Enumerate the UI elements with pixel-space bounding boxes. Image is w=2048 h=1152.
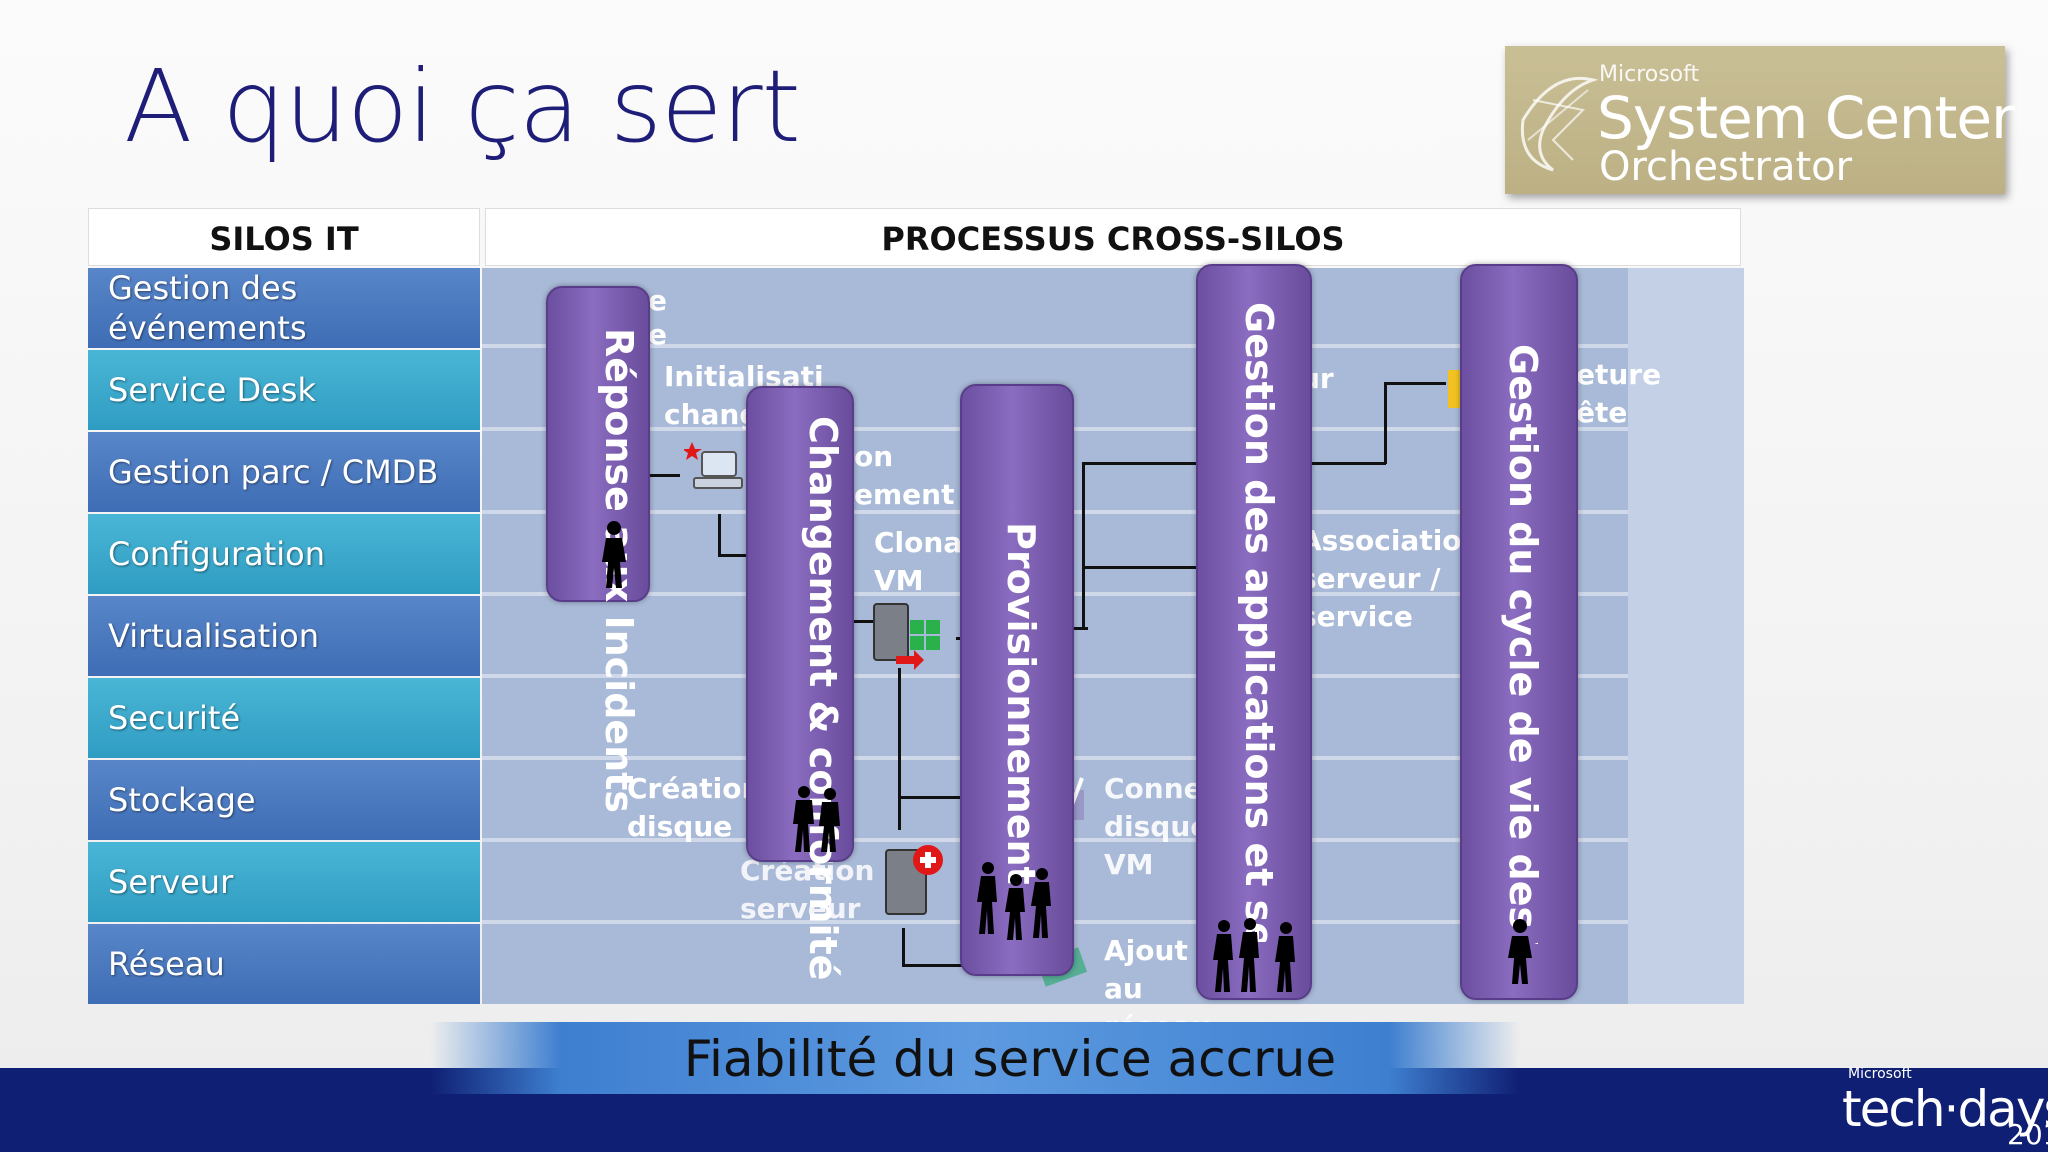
step-partial: ête [1576,396,1628,429]
person-icon [602,521,626,588]
connector-line [1384,382,1446,385]
server-clone-icon [873,603,940,670]
techdays-name: tech·days [1842,1080,2048,1138]
people-group-icon [977,862,1051,940]
connector-line [1082,566,1198,569]
silo-row: Stockage [88,760,480,840]
connector-line [852,620,882,623]
processes-header: PROCESSUS CROSS-SILOS [485,208,1741,266]
connector-line [1072,627,1088,630]
process-label: Provisionnement [999,522,1043,885]
connector-line [1384,382,1387,464]
techdays-year: 2013 [2007,1118,2048,1151]
page-title: A quoi ça sert [124,48,801,165]
system-center-logo: Microsoft System Center Orchestrator [1505,46,2015,194]
connector-line [718,554,748,557]
process-area-edge [1628,268,1744,1004]
connector-line [1310,462,1386,465]
orchestrator-logo-icon [1520,76,1599,172]
process-application-service-management[interactable]: Gestion des applications et services [1196,264,1312,1000]
process-provisioning[interactable]: Provisionnement [960,384,1074,976]
banner-text: Fiabilité du service accrue [683,1030,1337,1088]
silo-row: Virtualisation [88,596,480,676]
person-icon [1508,919,1532,984]
silo-row: Gestion parc / CMDB [88,432,480,512]
people-group-icon [793,786,840,852]
connector-line [898,796,960,799]
banner-background [430,1022,1520,1094]
server-add-icon [885,845,943,915]
step-partial: ement [854,478,955,511]
process-label: Changement & conformité [801,416,845,981]
workstation-alert-icon [684,442,743,489]
logo-microsoft: Microsoft [1599,62,1700,87]
process-label: Gestion du cycle de vie des VM [1501,344,1544,944]
connector-line [718,514,721,556]
silo-row: Serveur [88,842,480,922]
step-partial: eture [1576,358,1662,391]
silo-row: Securité [88,678,480,758]
silo-row: Réseau [88,924,480,1004]
step-partial: on [854,440,894,473]
logo-product: System Center [1597,84,2015,152]
connector-line [902,928,905,966]
process-incident-response[interactable]: Réponse aux Incidents [546,286,650,813]
silo-row: Service Desk [88,350,480,430]
row-divider [482,344,1628,348]
step-server-association: Association serveur / service [1300,524,1482,633]
connector-line [898,668,901,830]
silo-row: Gestion des événements [88,268,480,348]
process-change-compliance[interactable]: Changement & conformité [746,386,854,981]
people-group-icon [1213,918,1295,992]
step-partial: e [648,318,667,351]
logo-sub: Orchestrator [1599,144,1853,190]
silo-row: Configuration [88,514,480,594]
step-clone-vm: Clonage VM [874,526,964,597]
silos-header: SILOS IT [88,208,480,266]
connector-line [650,474,680,477]
connector-line [1082,462,1198,465]
connector-line [1082,462,1085,630]
techdays-microsoft: Microsoft [1848,1066,1912,1082]
process-label: Gestion des applications et services [1237,302,1280,942]
process-vm-lifecycle[interactable]: Gestion du cycle de vie des VM [1460,264,1578,1000]
step-disk-creation: Création disque [627,772,762,843]
step-partial: e [648,284,667,317]
